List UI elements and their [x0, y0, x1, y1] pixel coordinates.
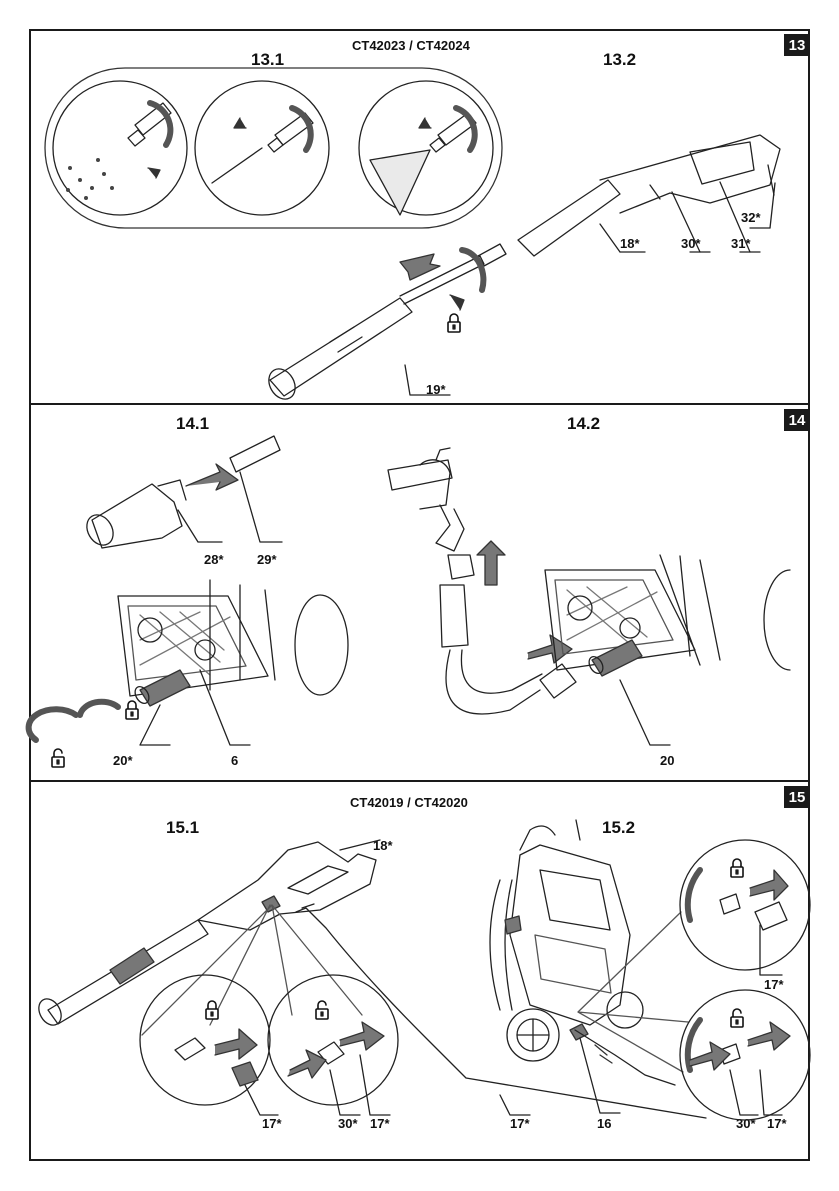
technical-illustration	[0, 0, 839, 1191]
